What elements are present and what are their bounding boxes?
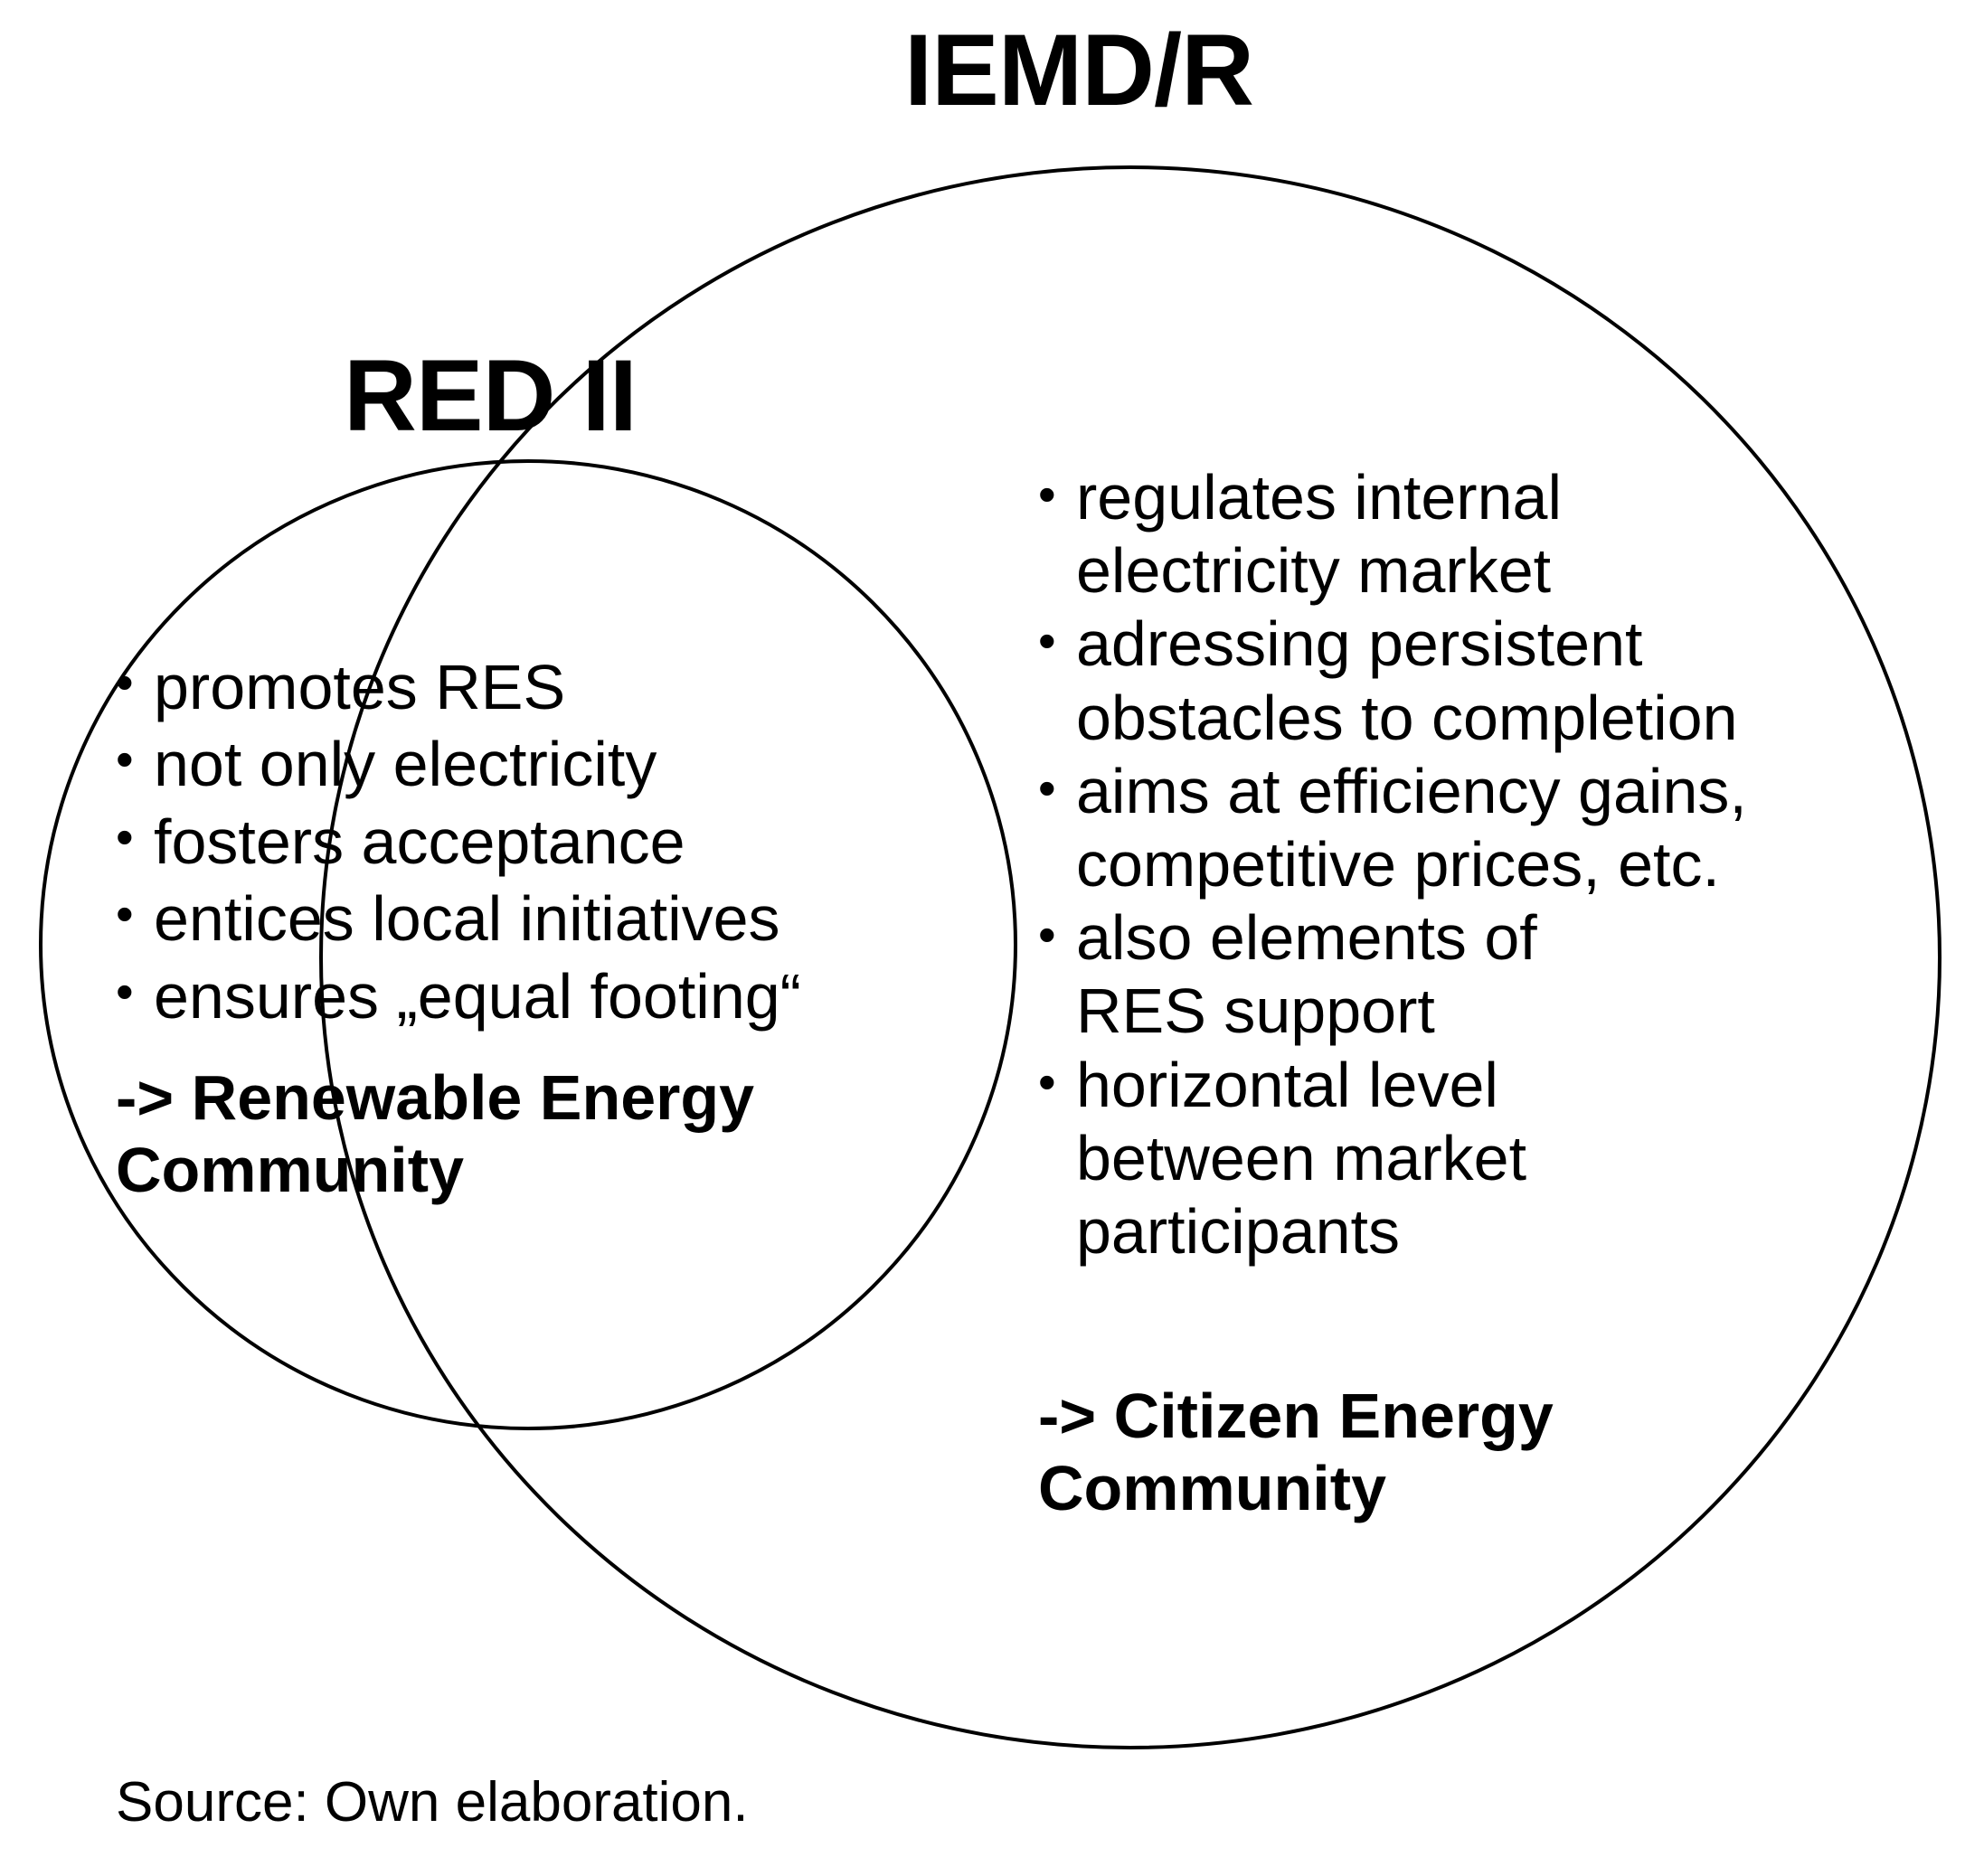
list-item: • also elements of RES support bbox=[1038, 901, 1924, 1048]
circle-iemdr bbox=[319, 165, 1941, 1749]
red-ii-conclusion: -> Renewable Energy Community bbox=[116, 1062, 755, 1205]
list-item: • entices local initiatives bbox=[116, 881, 984, 957]
bullet-dot-icon: • bbox=[116, 962, 134, 1020]
circle-red-ii bbox=[39, 459, 1017, 1430]
list-item: • ensures „equal footing“ bbox=[116, 958, 984, 1035]
list-item: • fosters acceptance bbox=[116, 804, 984, 881]
bullet-text: promotes RES bbox=[154, 652, 566, 722]
bullet-text: aims at efficiency gains, competitive pr… bbox=[1076, 755, 1747, 900]
bullet-dot-icon: • bbox=[1038, 466, 1056, 523]
list-item: • regulates internal electricity market bbox=[1038, 461, 1924, 608]
bullet-text: not only electricity bbox=[154, 729, 657, 800]
bullet-dot-icon: • bbox=[116, 654, 134, 711]
bullet-dot-icon: • bbox=[1038, 759, 1056, 816]
bullet-text: regulates internal electricity market bbox=[1076, 462, 1562, 607]
bullet-dot-icon: • bbox=[1038, 612, 1056, 670]
bullet-dot-icon: • bbox=[1038, 906, 1056, 964]
list-item: • horizontal level between market partic… bbox=[1038, 1049, 1924, 1269]
bullet-dot-icon: • bbox=[116, 807, 134, 865]
list-item: • promotes RES bbox=[116, 649, 984, 726]
list-item: • adressing persistent obstacles to comp… bbox=[1038, 608, 1924, 754]
bullet-text: horizontal level between market particip… bbox=[1076, 1049, 1527, 1267]
source-note: Source: Own elaboration. bbox=[116, 1771, 749, 1834]
bullet-text: also elements of RES support bbox=[1076, 902, 1537, 1047]
red-ii-bullet-list: • promotes RES • not only electricity • … bbox=[116, 649, 984, 1035]
bullet-text: entices local initiatives bbox=[154, 883, 780, 955]
iemdr-conclusion: -> Citizen Energy Community bbox=[1038, 1381, 1554, 1523]
title-iemdr: IEMD/R bbox=[904, 14, 1254, 127]
bullet-text: ensures „equal footing“ bbox=[154, 960, 801, 1032]
iemdr-bullet-list: • regulates internal electricity market … bbox=[1038, 461, 1924, 1268]
title-red-ii: RED II bbox=[344, 339, 638, 452]
bullet-text: fosters acceptance bbox=[154, 806, 685, 877]
bullet-dot-icon: • bbox=[116, 731, 134, 788]
bullet-dot-icon: • bbox=[1038, 1052, 1056, 1110]
bullet-text: adressing persistent obstacles to comple… bbox=[1076, 608, 1738, 753]
bullet-dot-icon: • bbox=[116, 885, 134, 943]
list-item: • aims at efficiency gains, competitive … bbox=[1038, 755, 1924, 901]
list-item: • not only electricity bbox=[116, 726, 984, 803]
